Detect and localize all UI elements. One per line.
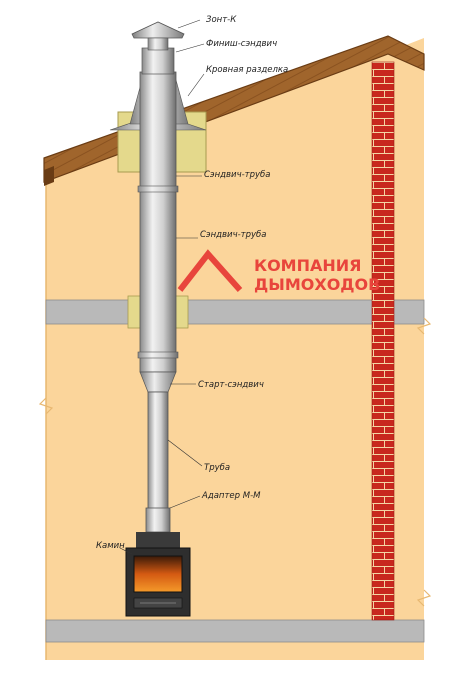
stove (125, 532, 191, 617)
sandwich-pipe (139, 71, 177, 373)
label-sandwich-2: Сэндвич-труба (200, 230, 267, 240)
ground-floor-slab (45, 619, 425, 643)
label-stove: Камин (96, 541, 125, 551)
brand-logo: КОМПАНИЯ ДЫМОХОДОВ (177, 249, 380, 294)
single-pipe (147, 391, 169, 511)
label-roof-cut: Кровная разделка (206, 65, 288, 75)
label-zont: Зонт-К (206, 15, 237, 25)
finish-sandwich (141, 47, 175, 75)
label-pipe: Труба (204, 463, 230, 473)
roof-fascia (44, 166, 54, 186)
wall-break-right (416, 317, 432, 335)
label-adapter: Адаптер М-М (201, 491, 261, 501)
house-wall (46, 38, 424, 660)
brick-wall (371, 61, 395, 621)
wall-break-left (38, 397, 54, 415)
cap-umbrella (131, 21, 185, 39)
brand-line-1: КОМПАНИЯ (254, 256, 361, 275)
pipe-joint-1 (137, 185, 179, 193)
wall-break-right-2 (416, 589, 432, 607)
label-finish: Финиш-сэндвич (206, 39, 277, 49)
label-sandwich-1: Сэндвич-труба (204, 170, 271, 180)
leader-lines (119, 19, 205, 555)
label-start: Старт-сэндвич (198, 380, 264, 390)
cap-stem (147, 37, 169, 51)
pipe-joint-2 (137, 351, 179, 359)
brand-line-2: ДЫМОХОДОВ (254, 275, 380, 294)
interfloor-slab (45, 299, 425, 325)
adapter-mm (145, 507, 171, 533)
house-roof-icon (177, 249, 243, 292)
